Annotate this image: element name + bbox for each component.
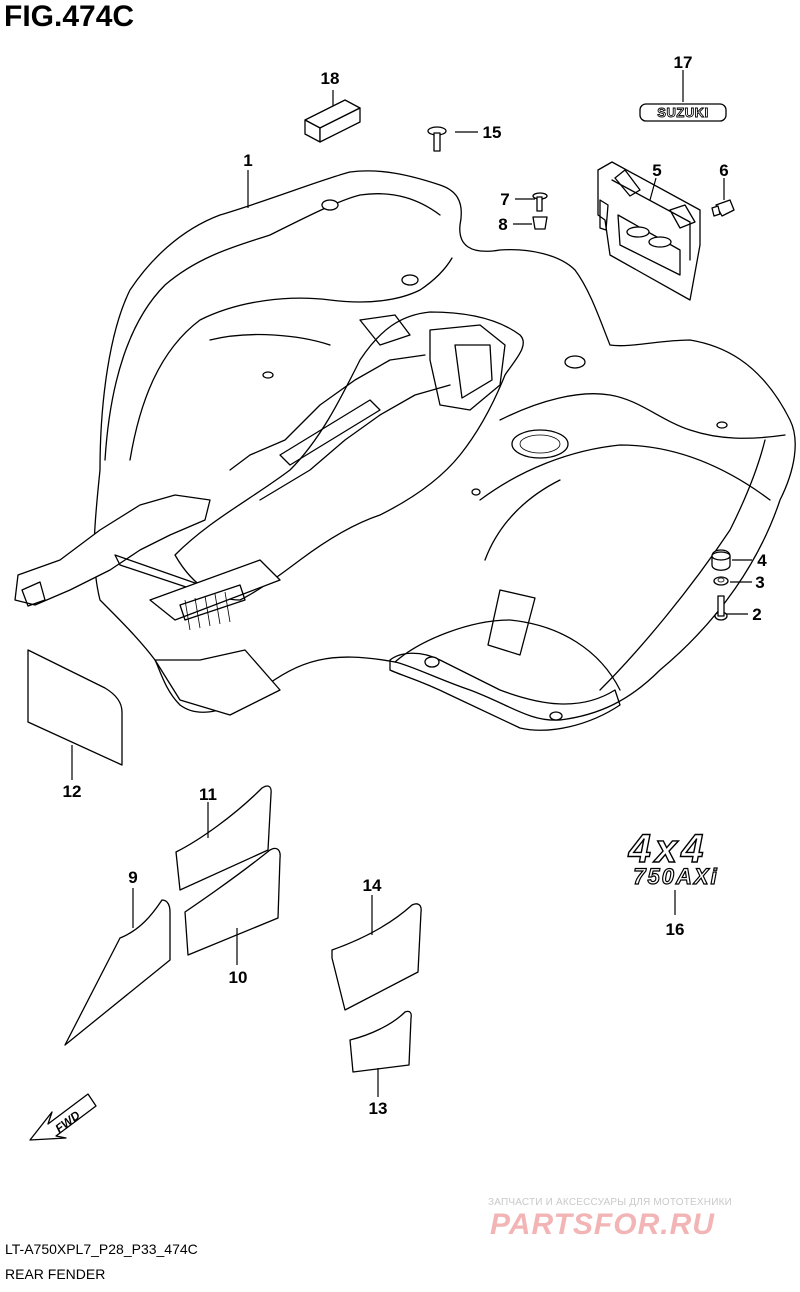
callout-8: 8	[498, 215, 507, 234]
callout-1: 1	[243, 151, 252, 170]
callout-5: 5	[652, 161, 661, 180]
nut-part-8	[532, 216, 548, 230]
label-part-9	[64, 899, 171, 1046]
callout-7: 7	[500, 190, 509, 209]
leader-lines	[71, 70, 752, 1097]
callout-17: 17	[674, 53, 693, 72]
label-part-12	[27, 649, 123, 766]
figure-title: FIG.474C	[4, 0, 135, 33]
washer-part-3	[713, 576, 729, 586]
callout-numbers: 1 2 3 4 5 6 7 8 9 10 11 12 13 14 15 16 1…	[63, 53, 768, 1118]
label-part-14	[331, 903, 422, 1011]
cushion-part-4	[711, 549, 731, 571]
model-code: LT-A750XPL7_P28_P33_474C	[5, 1241, 198, 1257]
badge-top-text: 4x4	[628, 827, 708, 871]
callout-13: 13	[369, 1099, 388, 1118]
callout-16: 16	[666, 920, 685, 939]
label-part-13	[349, 1010, 412, 1073]
callout-9: 9	[128, 868, 137, 887]
callout-2: 2	[752, 605, 761, 624]
badge-bottom-text: 750AXi	[633, 864, 718, 889]
section-name: REAR FENDER	[5, 1266, 106, 1282]
suzuki-emblem-text: SUZUKI	[657, 105, 708, 120]
watermark-logo: PARTSFOR.RU	[490, 1208, 715, 1241]
callout-18: 18	[321, 69, 340, 88]
cushion-part-18	[304, 99, 361, 143]
clip-part-6	[711, 199, 735, 217]
bracket-part-5	[597, 161, 701, 301]
forward-direction-arrow: FWD	[29, 1093, 97, 1141]
callout-14: 14	[363, 876, 382, 895]
callout-6: 6	[719, 161, 728, 180]
callout-12: 12	[63, 782, 82, 801]
screw-part-7	[532, 192, 548, 212]
watermark-tagline: ЗАПЧАСТИ И АКСЕССУАРЫ ДЛЯ МОТОТЕХНИКИ	[488, 1197, 733, 1208]
callout-4: 4	[757, 551, 767, 570]
label-part-11	[175, 785, 272, 891]
callout-15: 15	[483, 123, 502, 142]
suzuki-emblem-part-17: SUZUKI	[639, 103, 727, 122]
callout-10: 10	[229, 968, 248, 987]
label-part-10	[184, 847, 281, 956]
callout-11: 11	[199, 785, 217, 804]
callout-3: 3	[755, 573, 764, 592]
badge-part-16: 4x4 750AXi	[627, 826, 718, 889]
bolt-part-15	[427, 126, 447, 152]
bolt-part-2	[714, 595, 728, 621]
rear-fender-part	[14, 170, 796, 731]
